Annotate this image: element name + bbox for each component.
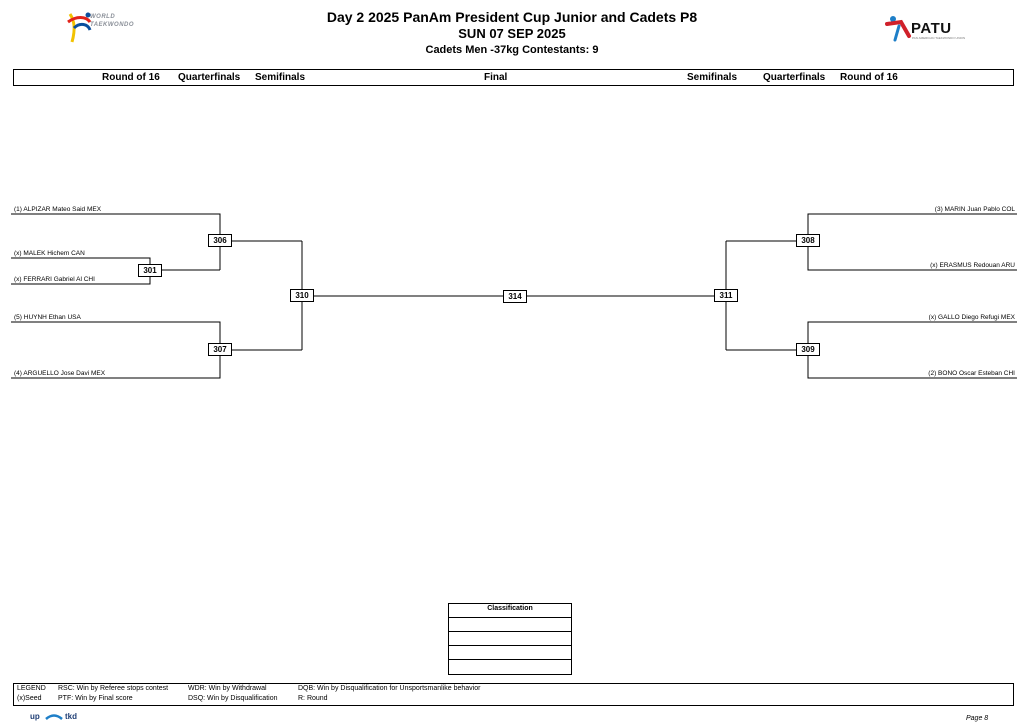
classification-row-divider	[449, 645, 571, 646]
competitor-left-1: (1) ALPIZAR Mateo Said MEX	[14, 206, 102, 213]
legend-wdr: WDR: Win by Withdrawal	[188, 685, 267, 692]
match-box-306: 306	[208, 234, 232, 247]
round-header-bar	[13, 69, 1014, 86]
patu-logo-subtext: PAN AMERICAN TAEKWONDO UNION	[912, 36, 966, 40]
uptkd-logo-icon	[45, 714, 63, 720]
round-label-left-r16: Round of 16	[102, 72, 160, 83]
event-date: SUN 07 SEP 2025	[458, 26, 566, 41]
competitor-right-2: (x) ERASMUS Redouan ARU	[930, 262, 1015, 269]
world-taekwondo-text: WORLD TAEKWONDO	[90, 14, 135, 28]
legend-dsq: DSQ: Win by Disqualification	[188, 695, 278, 702]
classification-row-divider	[449, 659, 571, 660]
match-box-310: 310	[290, 289, 314, 302]
legend-seed: (x)Seed	[17, 695, 42, 702]
competitor-left-5: (4) ARGUELLO Jose Davi MEX	[14, 370, 106, 377]
match-box-308: 308	[796, 234, 820, 247]
page-number: Page 8	[966, 715, 989, 722]
patu-logo-text: PATU	[911, 20, 952, 37]
round-label-right-sf: Semifinals	[687, 72, 738, 83]
uptkd-logo-right-text: tkd	[65, 712, 77, 721]
round-label-final: Final	[484, 72, 508, 83]
legend-dqb: DQB: Win by Disqualification for Unsport…	[298, 685, 481, 692]
competitor-right-3: (x) GALLO Diego Refugi MEX	[928, 314, 1015, 321]
match-box-309: 309	[796, 343, 820, 356]
competitor-left-2: (x) MALEK Hichem CAN	[14, 250, 85, 257]
page-title: Day 2 2025 PanAm President Cup Junior an…	[326, 9, 698, 25]
competitor-right-4: (2) BONO Oscar Esteban CHI	[928, 370, 1015, 377]
competitor-left-4: (5) HUYNH Ethan USA	[14, 314, 81, 321]
match-box-314-final: 314	[503, 290, 527, 303]
match-box-301: 301	[138, 264, 162, 277]
match-box-307: 307	[208, 343, 232, 356]
legend-round: R: Round	[298, 695, 328, 702]
classification-title: Classification	[487, 605, 533, 612]
classification-table	[448, 603, 572, 675]
competitor-right-1: (3) MARIN Juan Pablo COL	[934, 206, 1015, 213]
legend-ptf: PTF: Win by Final score	[58, 695, 133, 702]
round-label-right-qf: Quarterfinals	[763, 72, 826, 83]
legend-label: LEGEND	[17, 685, 46, 692]
classification-row-divider	[449, 617, 571, 618]
round-label-left-sf: Semifinals	[255, 72, 306, 83]
competitor-left-3: (x) FERRARI Gabriel Al CHI	[14, 276, 95, 283]
world-taekwondo-logo-icon	[67, 12, 92, 43]
round-label-left-qf: Quarterfinals	[178, 72, 241, 83]
uptkd-logo-left-text: up	[30, 712, 40, 721]
classification-row-divider	[449, 631, 571, 632]
legend-rsc: RSC: Win by Referee stops contest	[58, 685, 169, 692]
legend-box	[13, 683, 1014, 706]
match-box-311: 311	[714, 289, 738, 302]
category-subtitle: Cadets Men -37kg Contestants: 9	[425, 44, 599, 56]
round-label-right-r16: Round of 16	[840, 72, 898, 83]
patu-logo-icon	[885, 16, 911, 42]
